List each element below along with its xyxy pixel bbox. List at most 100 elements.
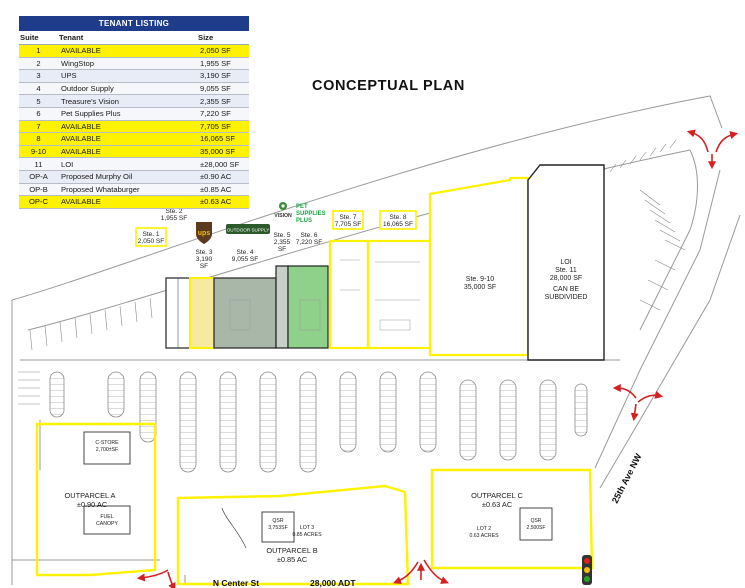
svg-text:FUEL: FUEL (100, 514, 113, 520)
tenant-suite-cell: 5 (19, 94, 58, 108)
svg-text:QSR: QSR (272, 518, 283, 524)
svg-text:C-STORE: C-STORE (95, 440, 119, 446)
svg-text:7,705 SF: 7,705 SF (335, 221, 361, 228)
suite-7-footprint (328, 239, 370, 350)
traffic-light-icon (582, 555, 592, 585)
svg-text:SUBDIVIDED: SUBDIVIDED (545, 294, 588, 301)
svg-text:7,220 SF: 7,220 SF (296, 239, 322, 246)
svg-text:±0.85 AC: ±0.85 AC (277, 555, 308, 564)
tenant-size-cell: 9,055 SF (197, 82, 249, 96)
column-header-suite: Suite (19, 31, 58, 45)
svg-text:9,055 SF: 9,055 SF (232, 256, 258, 263)
svg-text:Ste. 9-10: Ste. 9-10 (466, 276, 495, 283)
svg-text:SF: SF (278, 246, 286, 253)
tenant-tenant-cell: AVAILABLE (58, 44, 197, 58)
tenant-suite-cell: 1 (19, 44, 58, 58)
suite-5-footprint (275, 265, 289, 349)
svg-text:3,753SF: 3,753SF (268, 525, 288, 531)
outparcel-b: QSR 3,753SF LOT 3 0.85 ACRES OUTPARCEL B… (176, 484, 410, 586)
access-arrow-e-2 (637, 390, 664, 403)
access-arrow-ne-1 (686, 129, 709, 153)
column-header-size: Size (197, 31, 249, 45)
qsr-c-footprint (519, 507, 553, 541)
tenant-suite-cell: 11 (19, 157, 58, 171)
svg-text:2,355: 2,355 (274, 239, 291, 246)
tenant-suite-cell: 6 (19, 107, 58, 121)
ste-7-label-box (332, 210, 364, 230)
ste-1-label-box (135, 227, 167, 247)
suite-6-footprint (287, 265, 329, 349)
tenant-size-cell: ±0.85 AC (197, 183, 249, 197)
suite-3-footprint (189, 277, 215, 349)
svg-text:OUTPARCEL B: OUTPARCEL B (266, 546, 317, 555)
svg-text:SF: SF (200, 263, 208, 270)
tenant-suite-cell: 7 (19, 120, 58, 134)
outparcel-a: C-STORE 2,700±SF FUEL CANOPY OUTPARCEL A… (35, 422, 157, 577)
tenant-logos: ups OUTDOOR SUPPLY VISION PET SUPPLIES P… (196, 202, 326, 244)
svg-text:Ste. 2: Ste. 2 (166, 208, 183, 215)
svg-text:Ste. 3: Ste. 3 (196, 249, 213, 256)
svg-text:35,000 SF: 35,000 SF (464, 284, 496, 291)
tenant-suite-cell: 3 (19, 69, 58, 83)
svg-text:16,065 SF: 16,065 SF (383, 221, 413, 228)
qsr-b-footprint (261, 511, 295, 543)
tenant-suite-cell: 9-10 (19, 145, 58, 159)
svg-text:ups: ups (198, 230, 211, 237)
svg-text:2,500SF: 2,500SF (527, 525, 546, 531)
tenant-tenant-cell: UPS (58, 69, 197, 83)
access-arrow-s-1 (393, 561, 419, 584)
access-arrow-sw-2 (167, 571, 176, 588)
svg-text:±0.63 AC: ±0.63 AC (482, 500, 513, 509)
road-n-center-st: N Center St (213, 578, 259, 588)
tenant-tenant-cell: Pet Supplies Plus (58, 107, 197, 121)
svg-text:QSR: QSR (531, 518, 542, 524)
svg-text:Ste. 5: Ste. 5 (274, 232, 291, 239)
tenant-size-cell: 3,190 SF (197, 69, 249, 83)
tenant-suite-cell: 2 (19, 57, 58, 71)
svg-text:Ste. 1: Ste. 1 (143, 231, 160, 238)
column-header-tenant: Tenant (58, 31, 197, 45)
tenant-tenant-cell: AVAILABLE (58, 145, 197, 159)
tenant-suite-cell: OP-A (19, 170, 58, 184)
tenant-size-cell: 2,355 SF (197, 94, 249, 108)
tenant-tenant-cell: Outdoor Supply (58, 82, 197, 96)
fuel-canopy-footprint (83, 505, 131, 535)
access-arrow-s-2 (423, 559, 449, 584)
svg-text:Ste. 8: Ste. 8 (390, 214, 407, 221)
tenant-tenant-cell: Proposed Murphy Oil (58, 170, 197, 184)
svg-text:CAN BE: CAN BE (553, 286, 579, 293)
access-arrow-sw-1 (136, 569, 169, 582)
vision-logo-icon: VISION (274, 202, 292, 219)
tenant-tenant-cell: AVAILABLE (58, 195, 197, 209)
tenant-suite-cell: OP-C (19, 195, 58, 209)
svg-text:Ste. 4: Ste. 4 (237, 249, 254, 256)
tenant-suite-cell: 4 (19, 82, 58, 96)
svg-text:VISION: VISION (274, 213, 292, 219)
svg-text:0.63 ACRES: 0.63 ACRES (469, 533, 499, 539)
tenant-tenant-cell: WingStop (58, 57, 197, 71)
svg-text:2,050 SF: 2,050 SF (138, 238, 164, 245)
suite-9-10-footprint (428, 176, 530, 357)
road-adt: 28,000 ADT (310, 578, 356, 588)
tenant-listing-title: TENANT LISTING (19, 16, 249, 31)
svg-text:±0.90 AC: ±0.90 AC (77, 500, 108, 509)
access-arrow-ne-2 (715, 131, 739, 153)
svg-text:SUPPLIES: SUPPLIES (296, 211, 326, 217)
tenant-size-cell: 7,705 SF (197, 120, 249, 134)
ste-8-label-box (379, 210, 417, 230)
svg-text:OUTPARCEL C: OUTPARCEL C (471, 491, 523, 500)
tenant-size-cell: ±0.63 AC (197, 195, 249, 209)
suite-4-footprint (213, 277, 277, 349)
plan-title: CONCEPTUAL PLAN (312, 78, 465, 94)
outparcel-c: QSR 2,500SF LOT 2 0.63 ACRES OUTPARCEL C… (430, 468, 594, 570)
svg-text:LOT 3: LOT 3 (300, 525, 314, 531)
suite-labels: Ste. 1 2,050 SF Ste. 2 1,955 SF Ste. 3 3… (135, 208, 588, 301)
svg-text:3,190: 3,190 (196, 256, 213, 263)
